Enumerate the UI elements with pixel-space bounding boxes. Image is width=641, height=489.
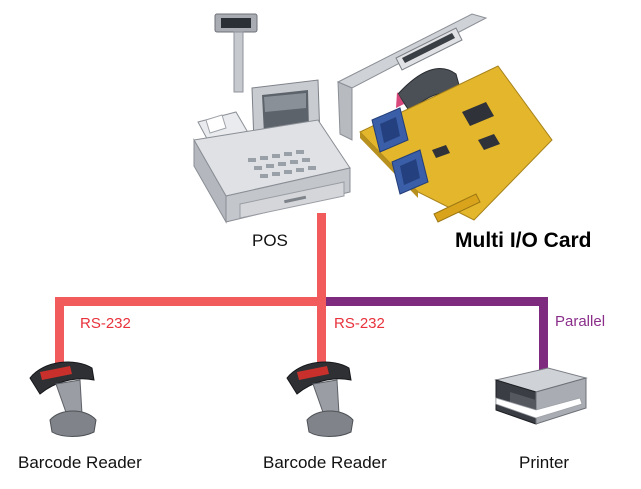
serial-center-label: RS-232 [334, 315, 385, 332]
serial-bus-line [55, 297, 326, 306]
pos-trunk-line [317, 213, 326, 305]
serial-left-label: RS-232 [80, 315, 131, 332]
io-card-label: Multi I/O Card [455, 229, 592, 252]
parallel-bus-line [326, 297, 548, 306]
printer-label: Printer [519, 453, 570, 472]
barcode-reader-left-label: Barcode Reader [18, 453, 142, 472]
barcode-reader-center-label: Barcode Reader [263, 453, 387, 472]
pos-label: POS [252, 231, 288, 250]
serial-left-drop-line [55, 297, 64, 365]
serial-center-drop-line [317, 297, 326, 365]
parallel-label: Parallel [555, 313, 606, 330]
parallel-drop-line [539, 297, 548, 372]
